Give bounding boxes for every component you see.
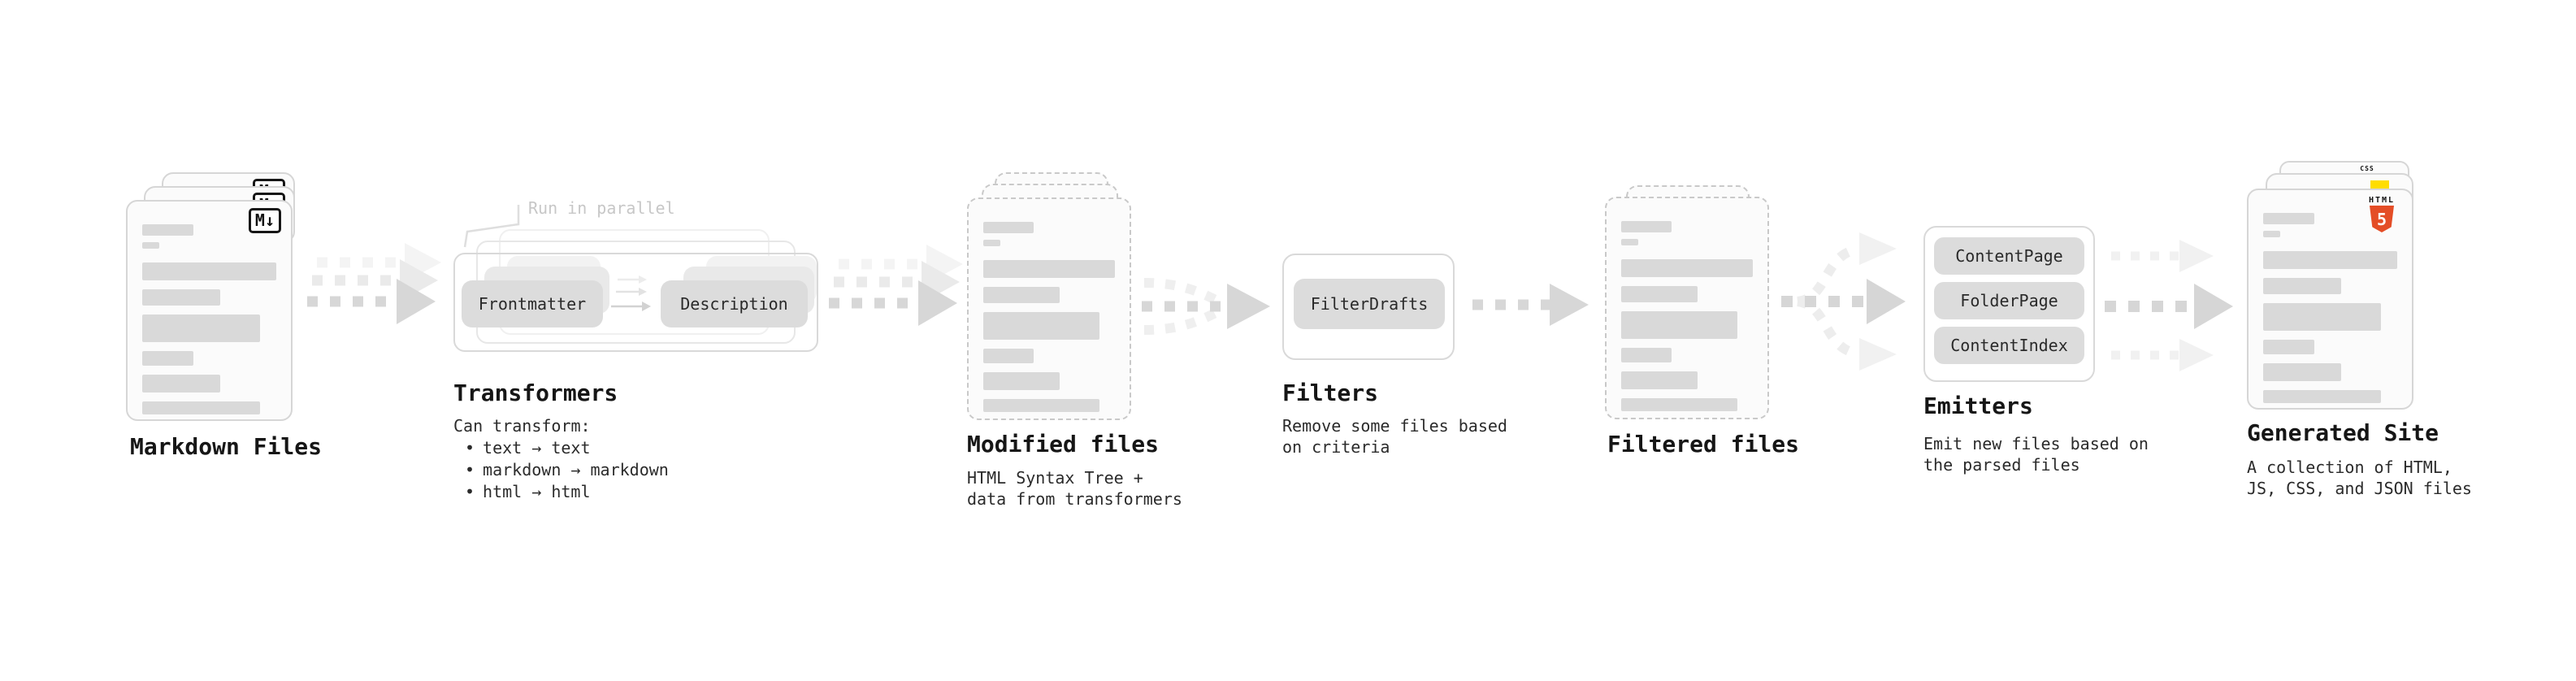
- js-icon: [2370, 180, 2389, 190]
- stage-label-filters: Filters: [1282, 380, 1379, 406]
- doc-line: [142, 401, 261, 414]
- filter-pill-filterdrafts: FilterDrafts: [1294, 279, 1445, 329]
- filtered-file-card-front: [1605, 197, 1769, 419]
- stage-label-modified-files: Modified files: [967, 431, 1160, 458]
- arrow-filters-to-filtered: [1472, 284, 1589, 326]
- doc-line: [983, 222, 1034, 233]
- emitter-pill-contentpage: ContentPage: [1934, 237, 2084, 275]
- doc-line: [983, 260, 1115, 278]
- bullet-text: text → text: [483, 438, 591, 458]
- doc-line: [1621, 221, 1672, 232]
- html5-icon-number: 5: [2376, 209, 2387, 229]
- stage-label-transformers: Transformers: [453, 380, 618, 406]
- stage-label-filtered-files: Filtered files: [1607, 431, 1800, 458]
- stage-markdown-files: M↓ M↓ M↓ Markdown Files: [126, 172, 353, 465]
- bullet-dot: •: [465, 438, 475, 458]
- generated-site-subtitle: A collection of HTML, JS, CSS, and JSON …: [2247, 458, 2472, 498]
- transformers-frame-front: [453, 253, 818, 352]
- bullet-text: html → html: [483, 482, 591, 501]
- parallel-arrows-icon: [611, 275, 651, 311]
- doc-line: [142, 314, 261, 342]
- bullet-dot: •: [465, 482, 475, 501]
- arrow-markdown-to-transformers: [307, 243, 441, 324]
- transformers-subtitle: Can transform:: [453, 416, 591, 436]
- modified-file-card-front: [967, 197, 1131, 420]
- css-icon-label: CSS: [2360, 165, 2374, 172]
- doc-line: [2263, 363, 2341, 381]
- doc-line: [1621, 348, 1672, 362]
- doc-line: [142, 262, 276, 280]
- bullet-item: • html → html: [453, 481, 669, 503]
- transformers-bullet-list: • text → text • markdown → markdown • html …: [453, 437, 669, 503]
- doc-line: [1621, 398, 1737, 411]
- generated-file-card-html: HTML 5: [2247, 189, 2413, 410]
- doc-line: [2263, 231, 2281, 237]
- doc-line: [983, 349, 1034, 363]
- bullet-text: markdown → markdown: [483, 460, 669, 479]
- emitters-subtitle: Emit new files based on the parsed files: [1923, 434, 2149, 475]
- doc-line: [142, 375, 220, 393]
- doc-line: [983, 240, 1001, 246]
- stage-generated-site: CSS HTML 5 Generated Site A collection o…: [2247, 161, 2556, 518]
- doc-placeholder-lines: [142, 224, 276, 414]
- stage-modified-files: Modified files HTML Syntax Tree + data f…: [967, 172, 1243, 514]
- transformer-pill-frontmatter: Frontmatter: [462, 280, 603, 327]
- filters-subtitle: Remove some files based on criteria: [1282, 416, 1507, 457]
- doc-line: [2263, 303, 2382, 331]
- arrow-emitters-to-generated: [2105, 240, 2233, 371]
- run-in-parallel-annotation: Run in parallel: [528, 198, 675, 218]
- doc-line: [142, 351, 193, 366]
- doc-placeholder-lines: [1621, 221, 1753, 411]
- doc-line: [2263, 340, 2314, 354]
- markdown-file-card-front: M↓: [126, 200, 293, 421]
- doc-line: [2263, 213, 2314, 224]
- bullet-dot: •: [465, 460, 475, 479]
- doc-line: [2263, 390, 2382, 403]
- doc-line: [1621, 239, 1639, 245]
- doc-line: [142, 289, 220, 306]
- doc-line: [1621, 259, 1753, 277]
- bullet-item: • markdown → markdown: [453, 459, 669, 481]
- doc-line: [1621, 371, 1698, 389]
- arrow-modified-to-filters: [1142, 278, 1270, 335]
- stage-filters: FilterDrafts Filters Remove some files b…: [1282, 254, 1526, 481]
- doc-line: [983, 287, 1060, 303]
- stage-filtered-files: Filtered files: [1605, 185, 1849, 510]
- doc-line: [1621, 311, 1737, 339]
- doc-line: [983, 312, 1099, 340]
- stage-label-markdown-files: Markdown Files: [130, 433, 323, 460]
- html5-icon-word: HTML: [2368, 196, 2396, 205]
- transformer-pill-description: Description: [661, 280, 808, 327]
- emitter-pill-contentindex: ContentIndex: [1934, 327, 2084, 364]
- emitter-pill-folderpage: FolderPage: [1934, 282, 2084, 319]
- doc-line: [2263, 278, 2341, 294]
- arrow-filtered-to-emitters: [1781, 232, 1906, 371]
- modified-files-subtitle: HTML Syntax Tree + data from transformer…: [967, 468, 1182, 509]
- doc-line: [983, 399, 1099, 412]
- markdown-icon: M↓: [248, 208, 281, 233]
- doc-line: [142, 242, 160, 249]
- doc-line: [2263, 251, 2397, 269]
- html5-icon: HTML 5: [2363, 196, 2400, 232]
- annotation-leader-line: [463, 205, 520, 248]
- stage-emitters: ContentPage FolderPage ContentIndex Emit…: [1923, 226, 2167, 486]
- stage-label-generated-site: Generated Site: [2247, 419, 2439, 446]
- doc-placeholder-lines: [983, 222, 1115, 412]
- stage-label-emitters: Emitters: [1923, 393, 2033, 419]
- stage-transformers: Run in parallel Frontmatter Description …: [452, 195, 834, 504]
- bullet-item: • text → text: [453, 437, 669, 459]
- doc-line: [1621, 286, 1698, 302]
- doc-line: [983, 372, 1060, 390]
- doc-line: [142, 224, 193, 236]
- arrow-transformers-to-modified: [829, 245, 963, 326]
- doc-placeholder-lines: [2263, 213, 2397, 403]
